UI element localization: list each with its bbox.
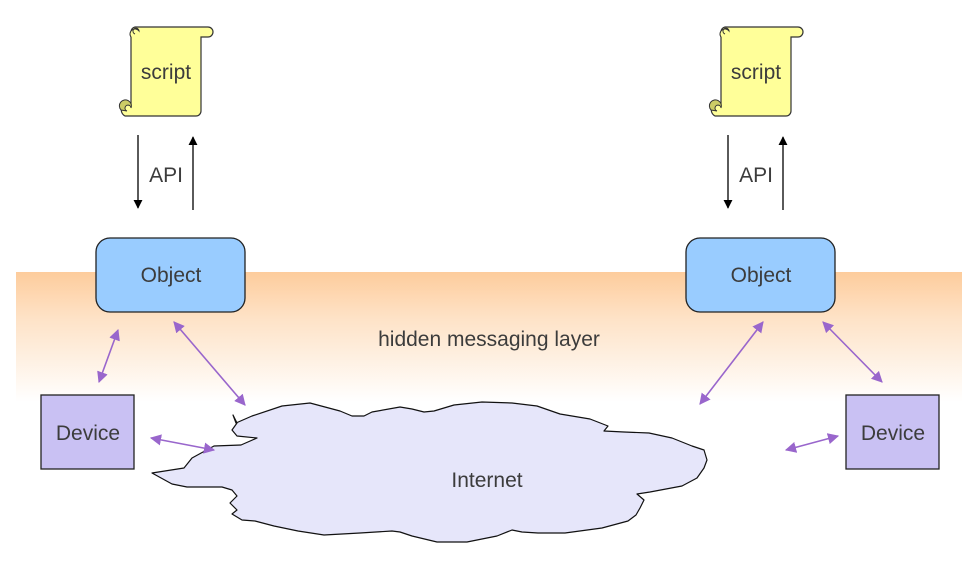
device-label-right: Device [861,422,925,445]
api-label-left: API [149,164,183,187]
link-right-object-internet [699,321,764,405]
device-box-right: Device [845,394,940,470]
device-label-left: Device [56,422,120,445]
link-left-object-internet [173,321,246,406]
script-label-right: script [731,61,781,84]
scroll-curl-icon [708,99,722,112]
link-right-object-device [822,321,883,383]
object-label-left: Object [141,264,202,287]
api-label-right: API [739,164,773,187]
device-box-left: Device [40,394,135,470]
link-right-device-internet [784,433,840,453]
object-box-left: Object [95,237,246,313]
link-left-object-device [97,328,120,384]
messaging-links [97,321,883,454]
internet-label: Internet [451,469,522,492]
script-label-left: script [141,61,191,84]
scroll-curl-icon [118,99,132,112]
object-box-right: Object [685,237,836,313]
script-scroll-left: script [118,26,214,117]
api-arrows-right: API [723,135,788,210]
layer-label: hidden messaging layer [378,328,600,351]
script-scroll-right: script [708,26,804,117]
object-label-right: Object [731,264,792,287]
api-arrows-left: API [133,135,198,210]
link-left-device-internet [149,434,216,454]
internet-cloud: Internet [151,401,708,543]
